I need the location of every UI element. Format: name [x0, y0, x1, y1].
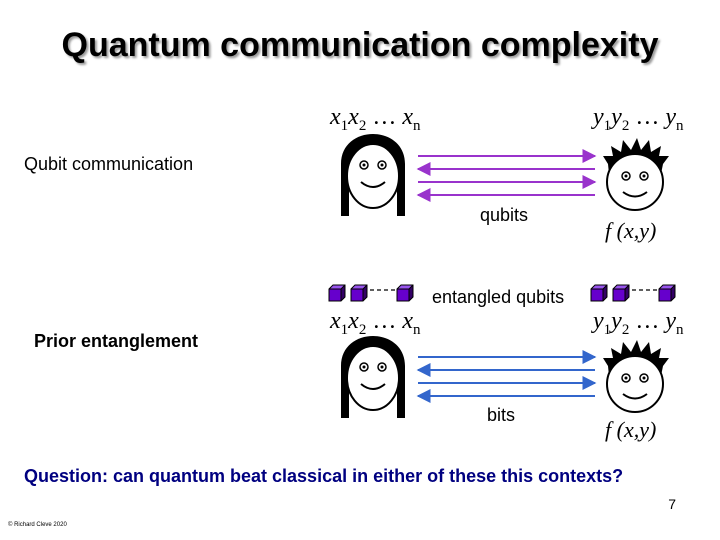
- alice-face-bottom: [341, 336, 405, 418]
- bob-face-top: [603, 138, 669, 210]
- bob-entangled-cubes: [591, 285, 675, 301]
- bob-face-bottom: [603, 340, 669, 412]
- alice-entangled-cubes: [329, 285, 413, 301]
- alice-face-top: [341, 134, 405, 216]
- bit-arrows: [418, 357, 595, 396]
- qubit-arrows: [418, 156, 595, 195]
